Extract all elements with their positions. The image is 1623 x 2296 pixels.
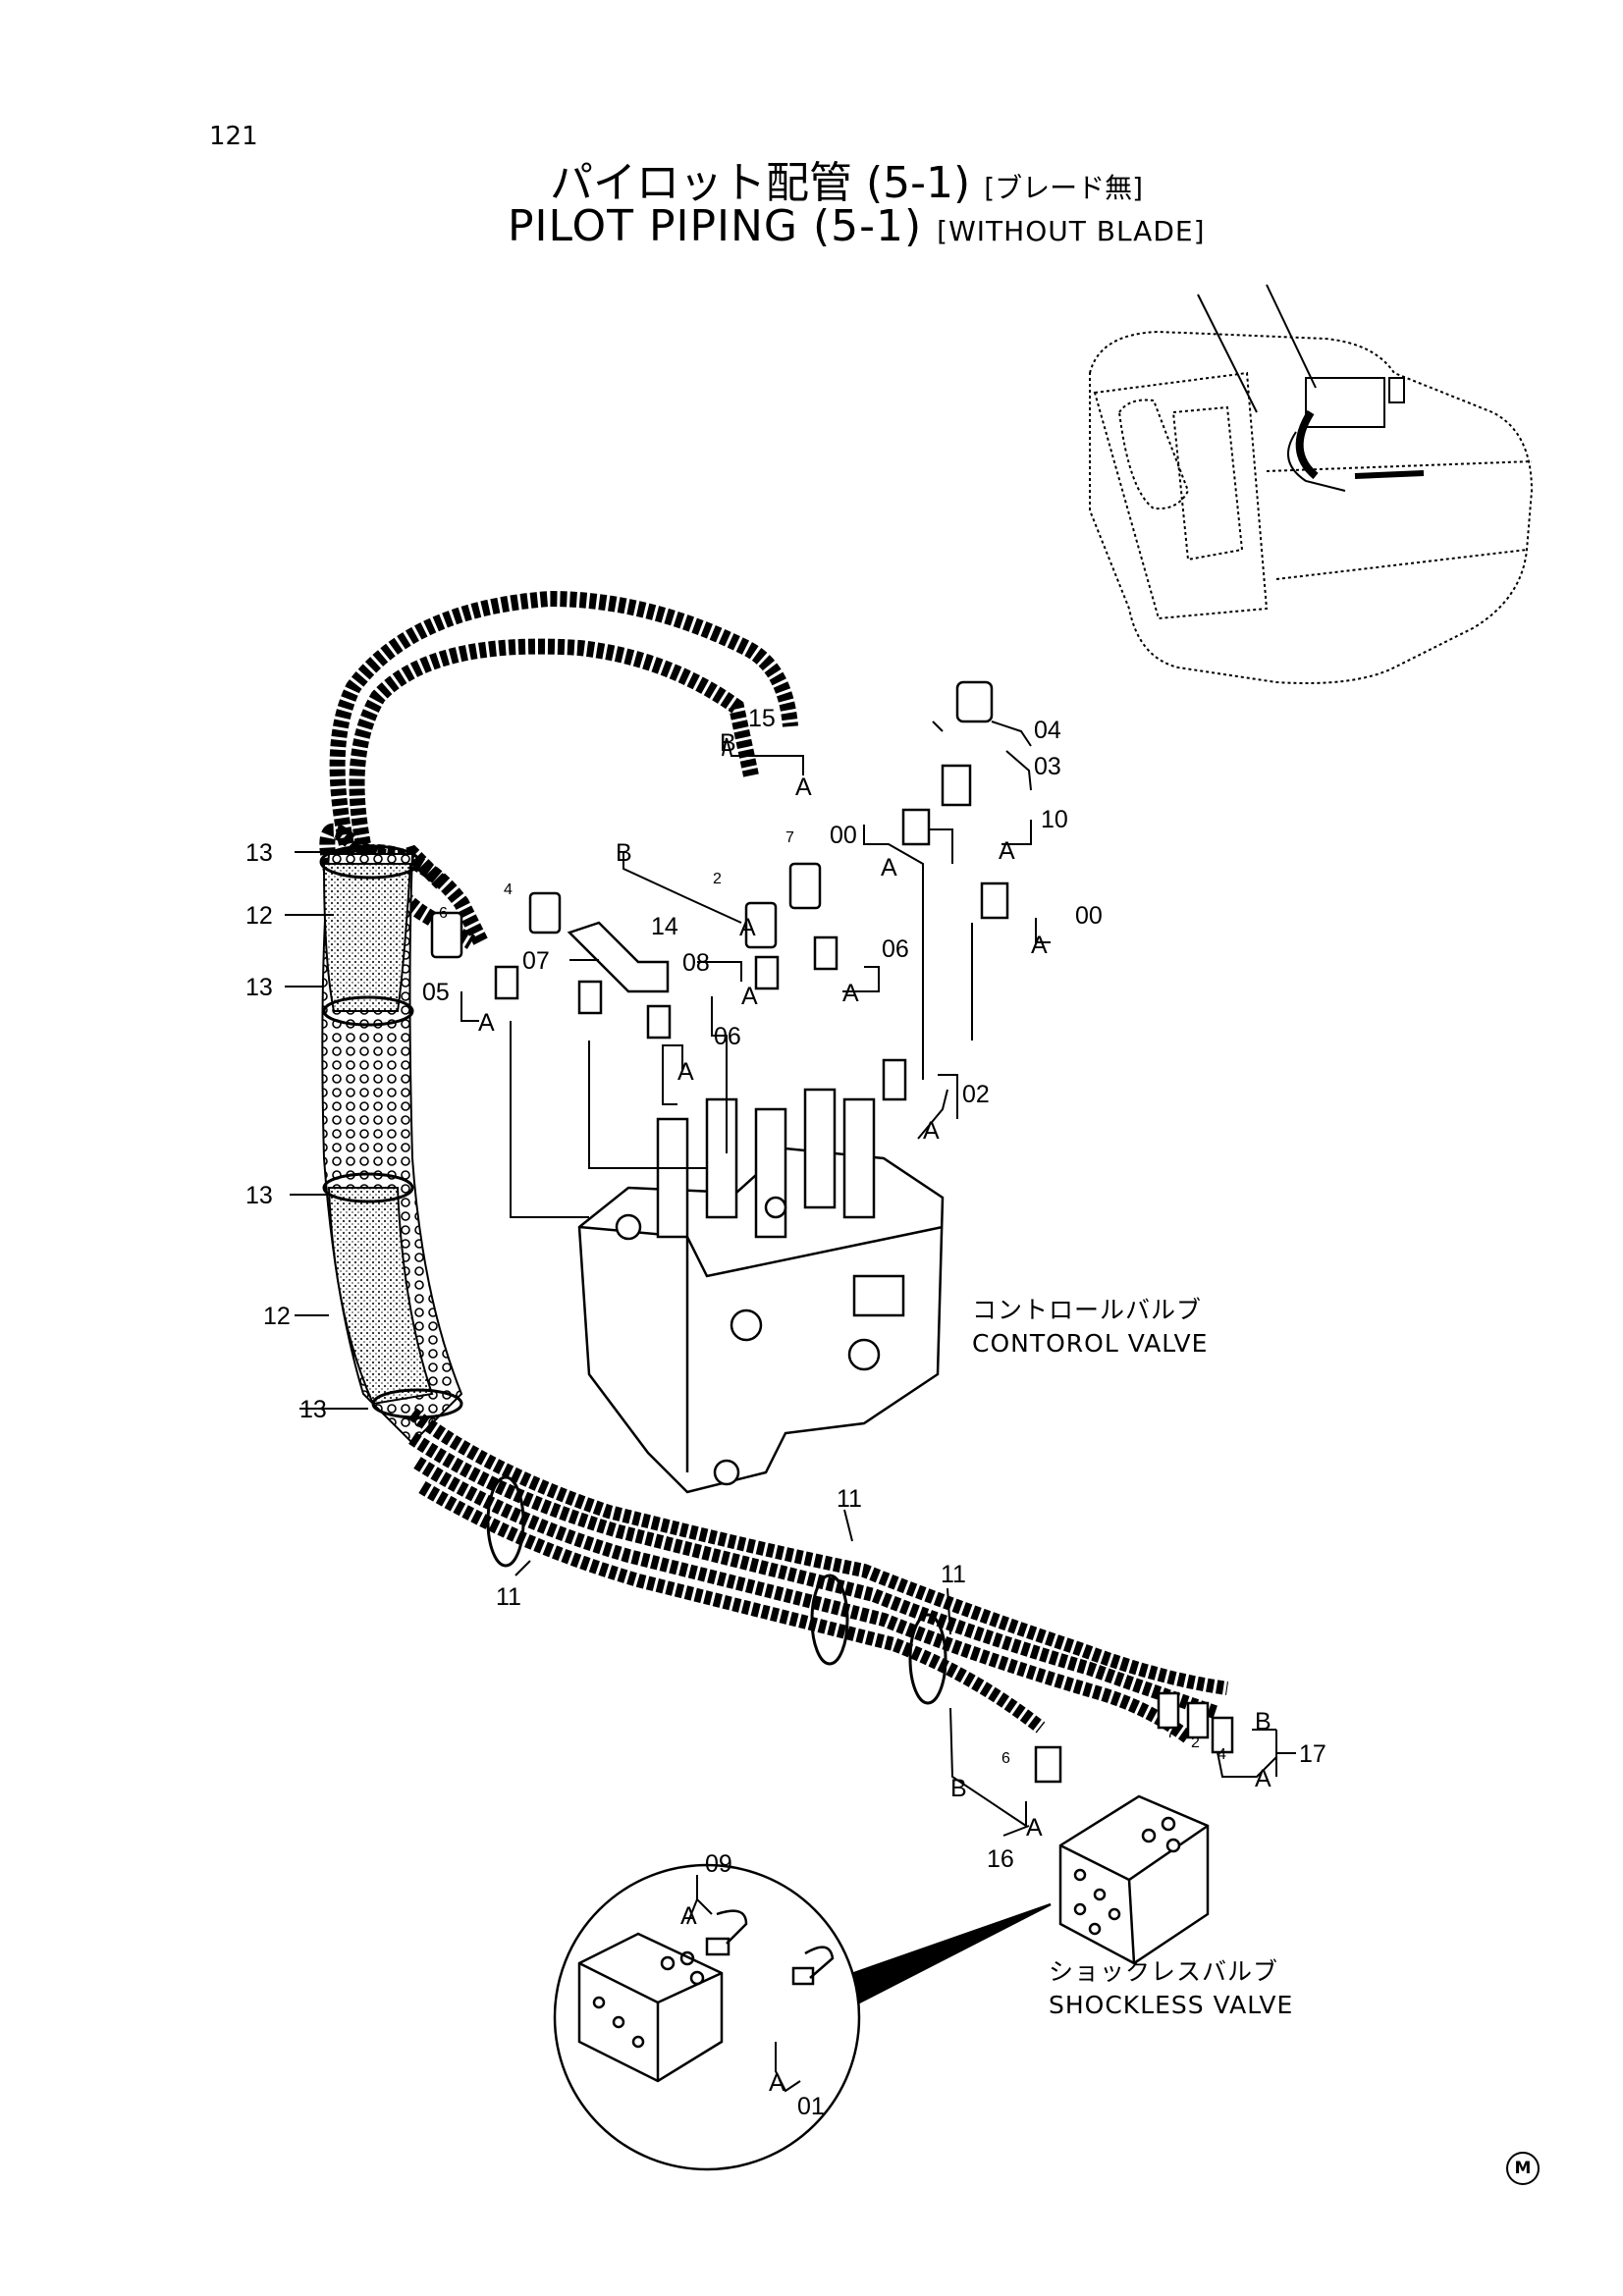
- callout-13: 13: [245, 1182, 273, 1209]
- letter-a: A: [769, 2069, 785, 2097]
- callout-15: 15: [748, 705, 776, 732]
- title-en-main: PILOT PIPING (5-1): [508, 201, 923, 251]
- callout-11: 11: [837, 1485, 862, 1513]
- hose-number-6: 6: [1001, 1750, 1010, 1767]
- callout-13: 13: [245, 839, 273, 867]
- hose-number-6: 6: [439, 905, 448, 922]
- letter-b: B: [1255, 1708, 1271, 1735]
- lower-bundle: [407, 1408, 1228, 1743]
- letter-a: A: [795, 774, 812, 801]
- connector-letters: B A B A A A A A A A A A B A B A A A: [478, 729, 1271, 2097]
- letter-a: A: [999, 837, 1015, 865]
- hose-numbers: 7 2 4 6 7 2 4 6: [439, 829, 1226, 1767]
- callout-06: 06: [882, 935, 909, 963]
- callout-02: 02: [962, 1081, 990, 1108]
- callout-labels: 13 12 13 13 12 13 15 14 05 07 08 06 06 0…: [245, 705, 1326, 2120]
- callout-04: 04: [1034, 717, 1061, 744]
- callout-08: 08: [682, 949, 710, 977]
- letter-a: A: [1031, 932, 1048, 959]
- callout-09: 09: [705, 1850, 732, 1878]
- letter-b: B: [616, 839, 632, 867]
- shockless-valve: [1058, 1794, 1210, 1965]
- hose-number-2: 2: [1191, 1735, 1200, 1751]
- title-jp-suffix: [ブレード無]: [984, 172, 1144, 204]
- vertical-bundle: [321, 853, 463, 1445]
- excavator-thumbnail: [1089, 330, 1534, 684]
- title-english: PILOT PIPING (5-1) [WITHOUT BLADE]: [508, 201, 1206, 251]
- callout-10: 10: [1041, 806, 1068, 833]
- letter-a: A: [881, 854, 897, 881]
- callout-05: 05: [422, 979, 450, 1006]
- callout-00: 00: [830, 822, 857, 849]
- control-valve-jp: コントロールバルブ: [972, 1296, 1203, 1324]
- callout-06: 06: [714, 1023, 741, 1050]
- callout-16: 16: [987, 1845, 1014, 1873]
- letter-a: A: [680, 1902, 697, 1930]
- letter-a: A: [741, 983, 758, 1010]
- callout-17: 17: [1299, 1740, 1326, 1768]
- letter-a: A: [739, 914, 756, 941]
- leader-lines: [285, 721, 1296, 2093]
- detail-view: [553, 1863, 1052, 2171]
- callout-14: 14: [651, 913, 678, 940]
- callout-01: 01: [797, 2093, 825, 2120]
- hose-number-2: 2: [713, 871, 722, 887]
- clamps: [319, 844, 947, 1705]
- fittings: [430, 680, 1234, 1784]
- letter-a: A: [478, 1009, 495, 1037]
- letter-a: A: [1255, 1765, 1271, 1792]
- callout-12: 12: [263, 1303, 291, 1330]
- hose-number-4: 4: [1217, 1746, 1226, 1763]
- hose-number-4: 4: [504, 881, 513, 898]
- shockless-valve-en: SHOCKLESS VALVE: [1049, 1991, 1294, 2019]
- control-valve-en: CONTOROL VALVE: [972, 1329, 1209, 1358]
- callout-13: 13: [245, 974, 273, 1001]
- m-mark-icon: M: [1506, 2152, 1540, 2185]
- shockless-valve-caption: ショックレスバルブ SHOCKLESS VALVE: [1049, 1955, 1293, 2022]
- letter-b: B: [950, 1775, 967, 1802]
- control-valve: [577, 1088, 945, 1494]
- letter-a: A: [1026, 1814, 1043, 1842]
- callout-07: 07: [522, 947, 550, 975]
- letter-b: B: [720, 729, 736, 757]
- page-number: 121: [209, 122, 258, 151]
- callout-00: 00: [1075, 902, 1103, 930]
- letter-a: A: [923, 1117, 940, 1145]
- title-en-suffix: [WITHOUT BLADE]: [937, 215, 1206, 247]
- callout-03: 03: [1034, 753, 1061, 780]
- title-jp-main: パイロット配管 (5-1): [550, 158, 971, 208]
- thumbnail-solid-lines: [1197, 284, 1425, 492]
- hose-number-7: 7: [1166, 1725, 1175, 1741]
- callout-12: 12: [245, 902, 273, 930]
- hose-number-7: 7: [785, 829, 794, 846]
- letter-a: A: [677, 1058, 694, 1086]
- callout-11: 11: [941, 1561, 966, 1588]
- control-valve-caption: コントロールバルブ CONTOROL VALVE: [972, 1294, 1208, 1361]
- letter-a: A: [842, 980, 859, 1007]
- callout-13: 13: [299, 1396, 327, 1423]
- title-japanese: パイロット配管 (5-1) [ブレード無]: [550, 147, 1143, 210]
- callout-11: 11: [496, 1583, 521, 1611]
- shockless-valve-jp: ショックレスバルブ: [1049, 1957, 1279, 1986]
